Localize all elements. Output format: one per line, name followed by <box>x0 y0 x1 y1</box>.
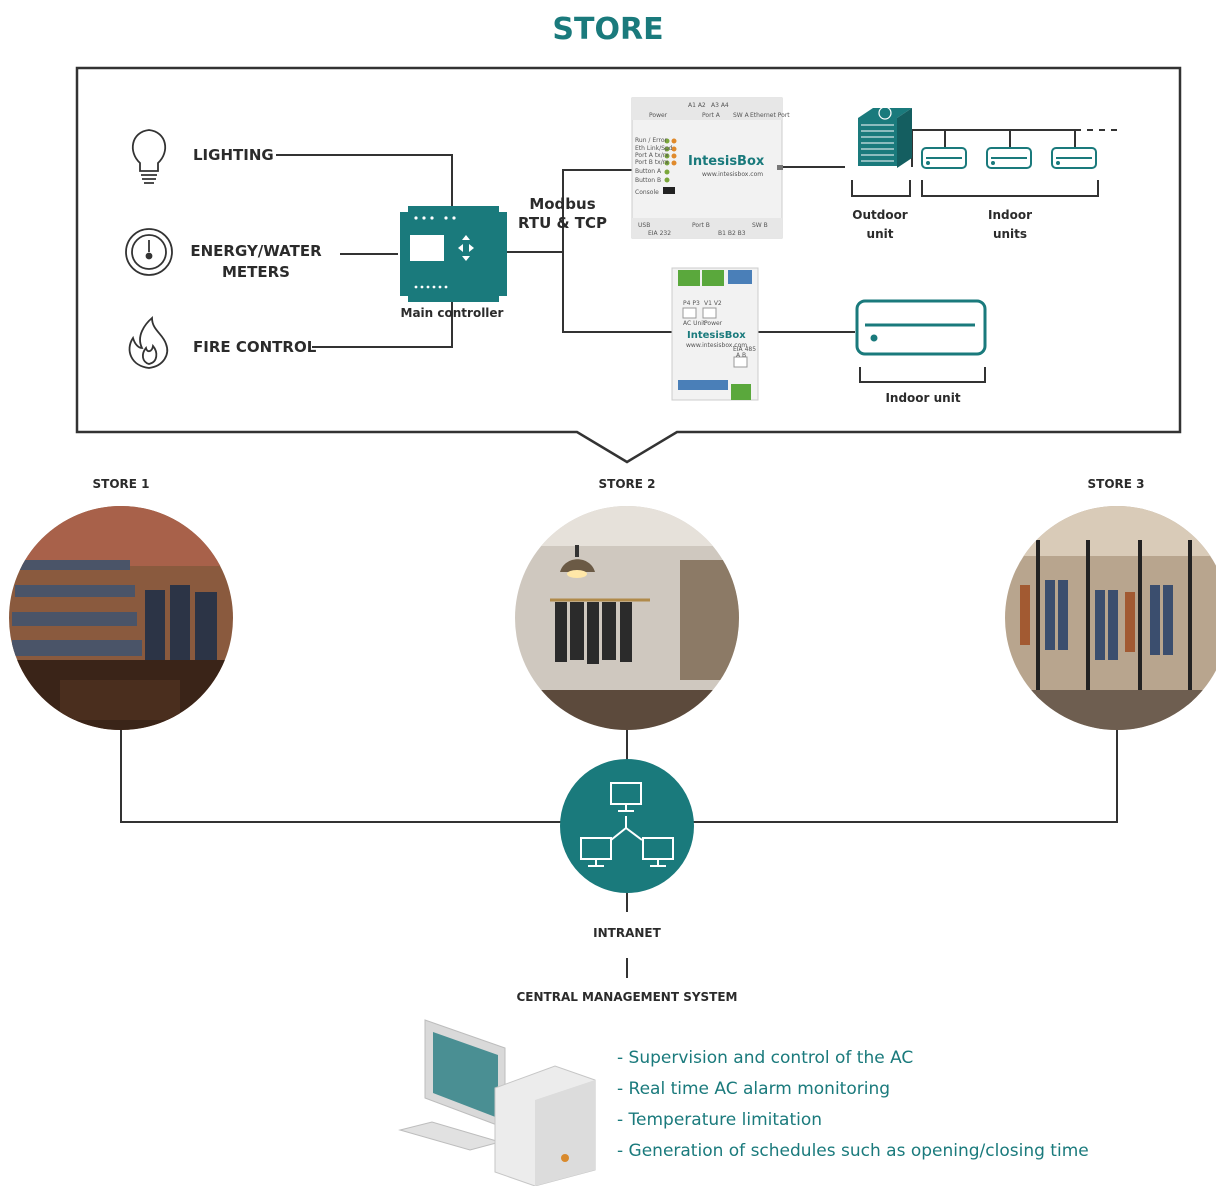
indoor-units-line2: units <box>992 227 1028 241</box>
fire-icon <box>128 316 169 369</box>
gw-label: Ethernet Port <box>750 112 790 119</box>
gw-label: SW B <box>752 222 768 229</box>
fire-control-label: FIRE CONTROL <box>193 338 317 356</box>
indoor-unit-icon <box>855 299 987 356</box>
lighting-label: LIGHTING <box>193 146 274 164</box>
gateway-top-url: www.intesisbox.com <box>702 171 764 178</box>
protocol-line1: Modbus <box>529 195 596 213</box>
store-1-photo <box>9 506 233 730</box>
gw-label: Run / Error <box>635 137 667 144</box>
gw-label: V1 V2 <box>704 300 722 307</box>
indoor-units-icons <box>921 147 1097 169</box>
gateway-ac-device <box>671 267 759 401</box>
cms-label: CENTRAL MANAGEMENT SYSTEM <box>516 990 738 1004</box>
gw-label: Power <box>704 320 723 327</box>
outdoor-unit-icon <box>858 106 912 168</box>
gw-label: EIA 232 <box>648 230 672 237</box>
outdoor-unit-label: Outdoor unit <box>845 206 915 244</box>
feature-item: - Temperature limitation <box>617 1110 823 1130</box>
store-1-label: STORE 1 <box>92 477 150 491</box>
store-2-label: STORE 2 <box>598 477 656 491</box>
main-controller-label: Main controller <box>400 306 504 320</box>
gw-label: USB <box>638 222 651 229</box>
gw-label: AC Unit <box>683 320 706 327</box>
indoor-units-label: Indoor units <box>975 206 1045 244</box>
outdoor-unit-line1: Outdoor <box>852 208 908 222</box>
meters-label-line1: ENERGY/WATER <box>190 242 322 260</box>
gw-label: A B <box>736 352 747 359</box>
main-controller-device <box>400 206 507 302</box>
meter-icon <box>125 228 173 276</box>
outdoor-unit-line2: unit <box>866 227 894 241</box>
gateway-bottom-url: www.intesisbox.com <box>686 342 748 349</box>
features-list: - Supervision and control of the AC - Re… <box>617 1043 1089 1167</box>
gw-label: Button B <box>635 177 662 184</box>
gw-label: Power <box>649 112 668 119</box>
gateway-modbus-device <box>631 97 783 239</box>
store-3-photo <box>1005 506 1216 730</box>
protocol-label: Modbus RTU & TCP <box>515 195 610 233</box>
gw-label: Button A <box>635 168 662 175</box>
meters-label: ENERGY/WATER METERS <box>185 241 327 283</box>
computer-icon <box>398 1019 596 1186</box>
store-2-photo <box>515 506 739 730</box>
gw-label: SW A <box>733 112 749 119</box>
gw-label: EIA 485 <box>733 346 757 353</box>
gw-label: Port B <box>692 222 710 229</box>
indoor-units-line1: Indoor <box>987 208 1032 222</box>
gw-label: Port B tx/rx <box>635 159 669 166</box>
gw-label: B1 B2 B3 <box>718 230 746 237</box>
lightbulb-icon <box>131 129 167 184</box>
feature-item: - Generation of schedules such as openin… <box>617 1141 1089 1161</box>
meters-label-line2: METERS <box>221 263 290 281</box>
feature-item: - Supervision and control of the AC <box>617 1048 914 1068</box>
store-3-label: STORE 3 <box>1087 477 1145 491</box>
gateway-top-brand: IntesisBox <box>688 154 765 169</box>
gateway-bottom-brand: IntesisBox <box>687 330 746 341</box>
feature-item: - Real time AC alarm monitoring <box>617 1079 891 1099</box>
gw-label: P4 P3 <box>683 300 700 307</box>
gw-label: Port A <box>702 112 720 119</box>
protocol-line2: RTU & TCP <box>517 214 608 232</box>
store-box <box>75 66 1182 464</box>
page-title: STORE <box>552 12 664 47</box>
gw-label: Console <box>635 189 659 196</box>
intranet-label: INTRANET <box>593 926 661 940</box>
intranet-network-icon <box>560 759 694 893</box>
indoor-unit-label: Indoor unit <box>885 391 961 405</box>
gw-label: A1 A2 <box>688 102 706 109</box>
gw-label: Port A tx/rx <box>635 152 669 159</box>
gw-label: Eth Link/Spd <box>635 145 673 152</box>
gw-label: A3 A4 <box>711 102 729 109</box>
